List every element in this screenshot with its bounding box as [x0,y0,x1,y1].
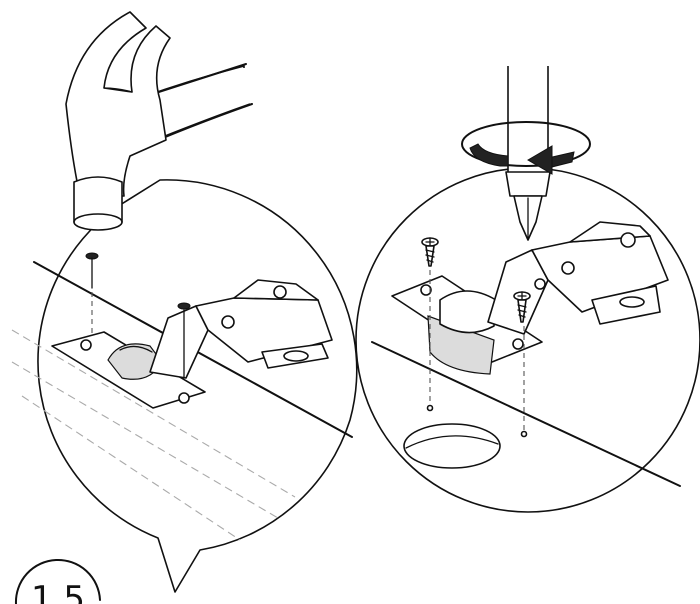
step-badge: 1.5 [16,560,100,604]
left-callout-circle [38,180,357,592]
left-zoom-panel [12,12,357,592]
step-number: 1.5 [31,579,85,604]
cup-hole [404,424,500,468]
right-zoom-panel [356,66,700,512]
